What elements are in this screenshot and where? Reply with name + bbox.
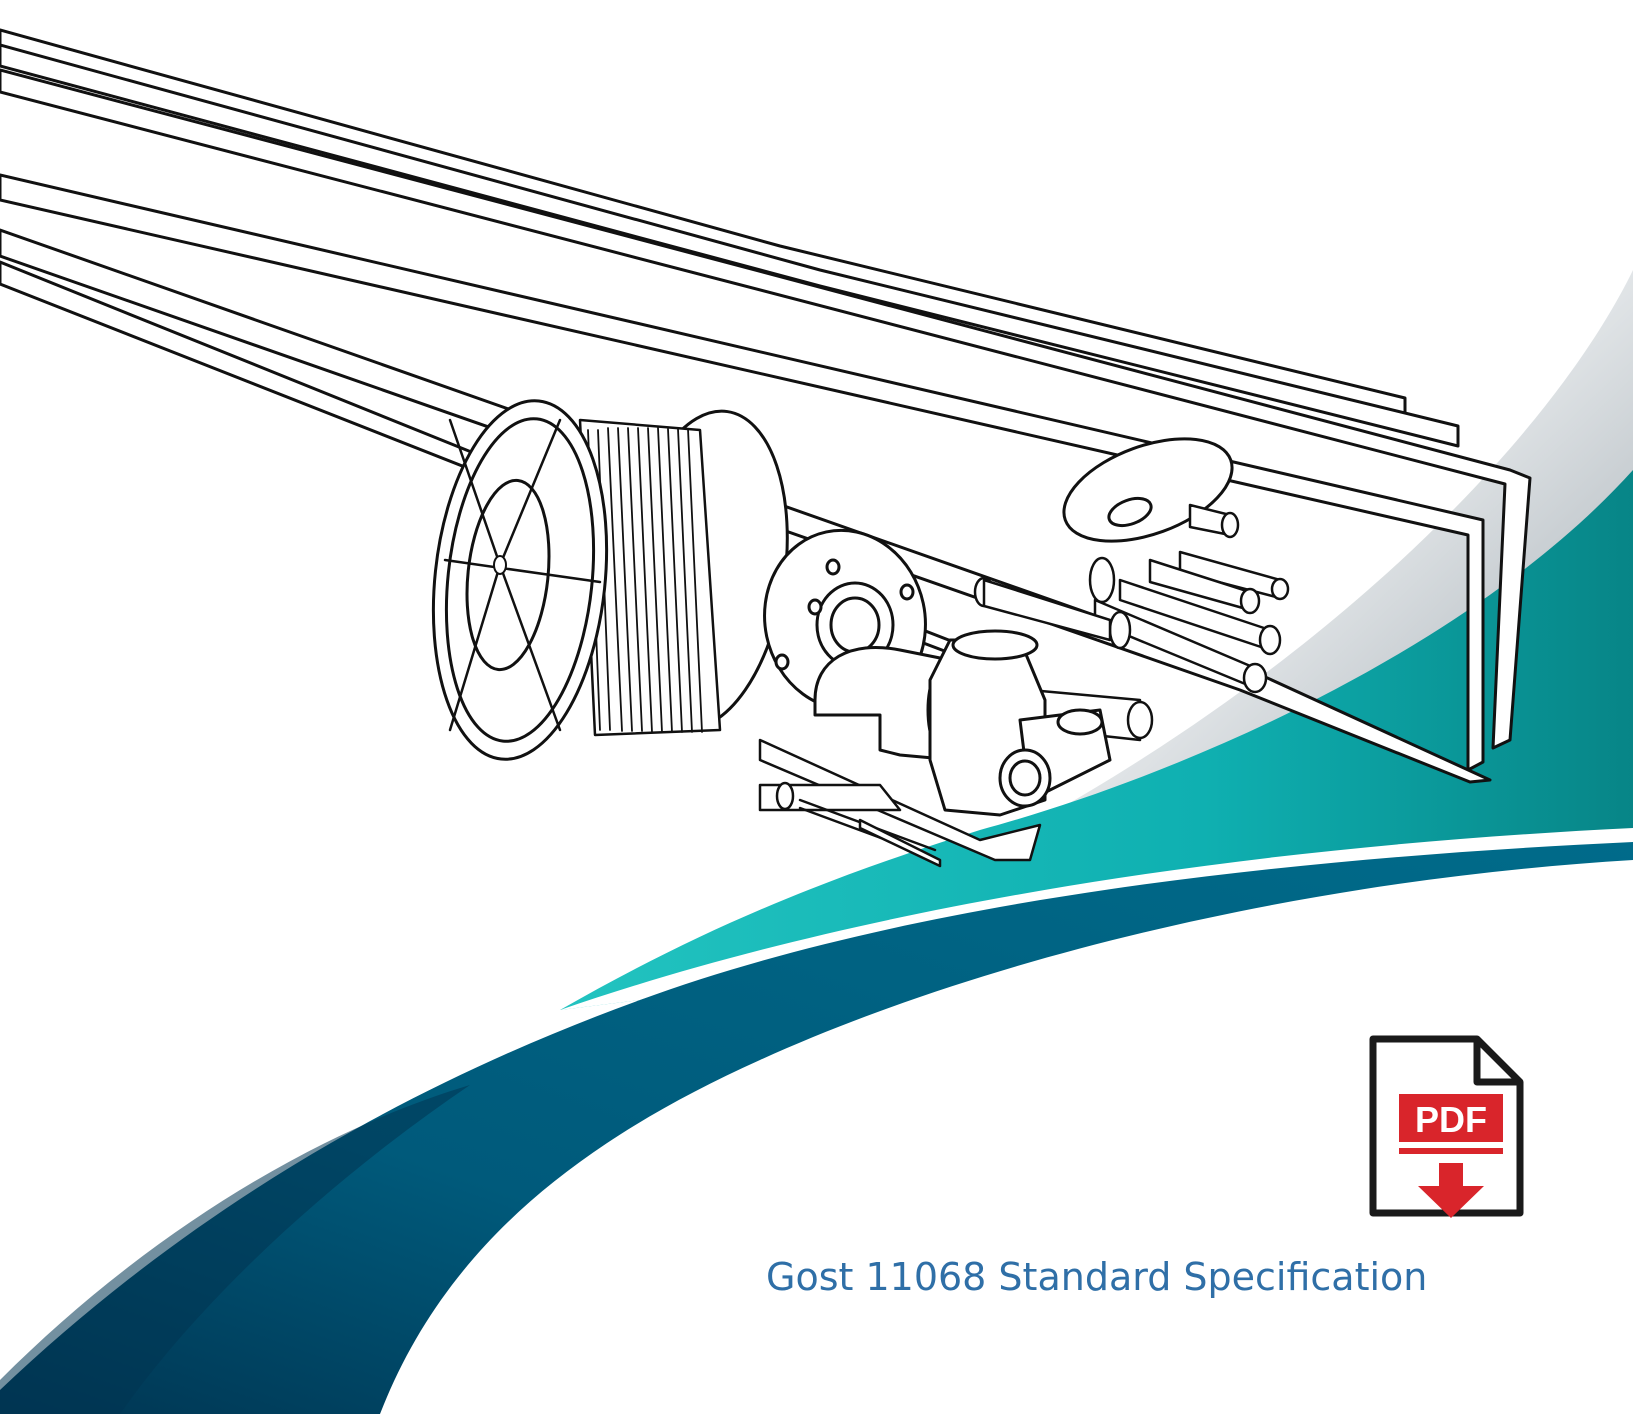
pdf-page-fold: [1473, 1039, 1520, 1086]
pdf-document-download-icon: PDF: [1369, 1035, 1524, 1218]
tube-bundle: [973, 503, 1290, 742]
pdf-download-button[interactable]: PDF: [1369, 1035, 1524, 1220]
wave-highlight: [560, 828, 1633, 1010]
pdf-badge-box: [1399, 1094, 1503, 1142]
spool-front-flange: [431, 399, 609, 761]
sheet-2: [0, 43, 1460, 448]
navy-wave: [0, 842, 1633, 1414]
arrow-down-icon: [1418, 1163, 1484, 1218]
wire-spool: [431, 399, 789, 761]
sheet-3: [0, 68, 1532, 750]
specification-title-link[interactable]: Gost 11068 Standard Specification: [766, 1255, 1428, 1299]
teal-wave: [560, 470, 1633, 1010]
metal-products-illustration: [0, 28, 1532, 868]
navy-fold: [0, 1085, 470, 1414]
thin-rods: [758, 738, 1042, 868]
pdf-badge-underline: [1399, 1148, 1503, 1154]
pdf-badge-label: PDF: [1415, 1099, 1487, 1140]
pipe-fittings: [813, 629, 1112, 817]
large-pipe-bore: [1107, 496, 1153, 528]
